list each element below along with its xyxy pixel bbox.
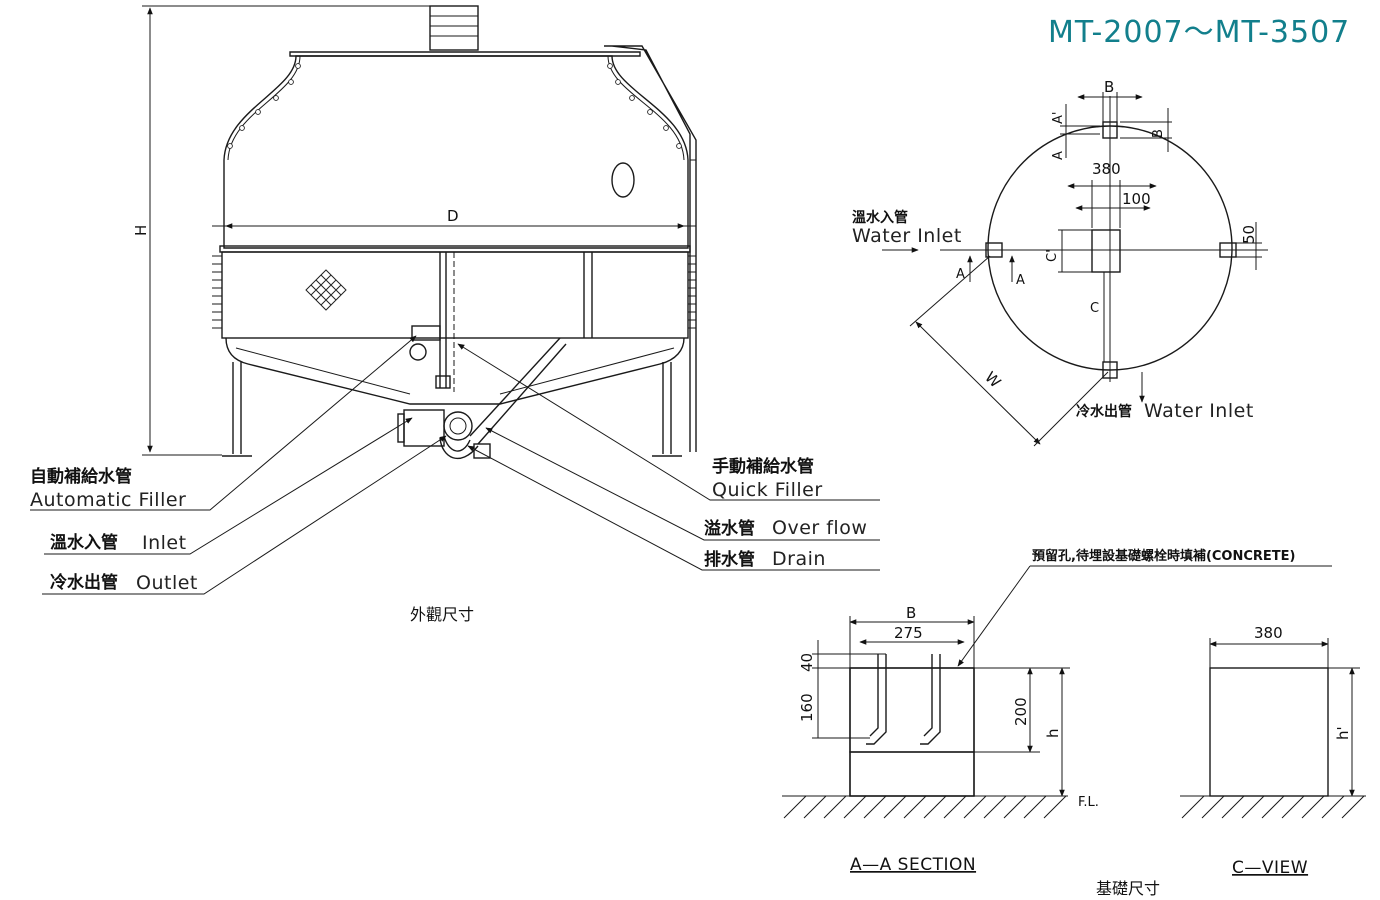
- filler-mesh-icon: [305, 269, 347, 311]
- model-range-title: MT-2007～MT-3507: [1048, 15, 1350, 50]
- float-valve: [409, 343, 427, 361]
- plan-outlet-cn: 冷水出管: [1076, 403, 1132, 420]
- callout-auto-filler-cn: 自動補給水管: [30, 466, 132, 487]
- filler-section: [221, 251, 689, 339]
- plan-dim-b-side: B: [1151, 129, 1166, 138]
- plan-dim-a-prime: A': [1051, 112, 1066, 124]
- section-dim-160: 160: [798, 693, 816, 722]
- outlet-box: [403, 409, 445, 447]
- callout-quick-filler-en: Quick Filler: [712, 479, 823, 501]
- plan-inlet-en: Water Inlet: [852, 225, 962, 247]
- diameter-label: D: [447, 207, 459, 225]
- callout-drain-cn: 排水管: [704, 549, 755, 570]
- callout-auto-filler-en: Automatic Filler: [30, 489, 186, 511]
- height-label: H: [132, 225, 150, 236]
- section-dim-275: 275: [894, 624, 923, 642]
- foundation-c-view: 380 h': [1180, 624, 1366, 819]
- section-dim-40: 40: [798, 653, 816, 672]
- cview-dim-h-prime: h': [1334, 726, 1352, 740]
- tower-plan-view: 380 100 B A' A B 50 C' C A A: [882, 78, 1268, 447]
- plan-dim-100: 100: [1122, 190, 1151, 208]
- section-caption: A—A SECTION: [850, 855, 976, 875]
- callout-drain-en: Drain: [772, 548, 826, 570]
- plan-dim-w: W: [981, 368, 1004, 391]
- plan-dim-c: C: [1090, 301, 1099, 316]
- callout-leaders-right: [457, 343, 880, 571]
- callout-quick-filler-cn: 手動補給水管: [712, 456, 814, 477]
- section-floor-level: F.L.: [1078, 795, 1099, 810]
- tower-shell-upper: [223, 55, 689, 249]
- callout-inlet-cn: 溫水入管: [50, 532, 118, 553]
- plan-dim-b-top: B: [1104, 78, 1114, 96]
- cview-caption: C—VIEW: [1232, 858, 1308, 878]
- callout-leaders-left: [30, 335, 447, 595]
- plan-dim-a: A: [1051, 151, 1066, 160]
- water-basin: [225, 337, 685, 405]
- inlet-flange: [443, 411, 473, 441]
- inspection-hatch: [611, 162, 635, 198]
- plan-outlet-en: Water Inlet: [1144, 400, 1254, 422]
- callout-outlet-en: Outlet: [136, 572, 198, 594]
- foundation-caption: 基礎尺寸: [1096, 879, 1160, 898]
- tower-elevation: H D: [132, 5, 697, 460]
- section-dim-200: 200: [1012, 697, 1030, 726]
- foundation-section-aa: B 275 40 160 200 h F.L.: [782, 604, 1099, 819]
- elevation-caption: 外觀尺寸: [410, 605, 474, 624]
- cview-dim-380: 380: [1254, 624, 1283, 642]
- section-dim-b: B: [906, 604, 916, 622]
- plan-dim-a-left: A: [956, 267, 965, 282]
- callout-overflow-en: Over flow: [772, 517, 867, 539]
- callout-overflow-cn: 溢水管: [704, 518, 755, 539]
- callout-outlet-cn: 冷水出管: [50, 572, 118, 593]
- plan-dim-c-prime: C': [1045, 249, 1060, 262]
- foundation-note: 預留孔,待埋設基礎螺栓時填補(CONCRETE): [1032, 548, 1295, 564]
- section-dim-h: h: [1044, 728, 1062, 738]
- plan-dim-50: 50: [1240, 225, 1258, 244]
- plan-dim-a-right: A: [1016, 273, 1025, 288]
- plan-inlet-cn: 溫水入管: [852, 209, 908, 226]
- plan-dim-380: 380: [1092, 160, 1121, 178]
- fan-motor: [429, 5, 479, 51]
- callout-inlet-en: Inlet: [142, 532, 187, 554]
